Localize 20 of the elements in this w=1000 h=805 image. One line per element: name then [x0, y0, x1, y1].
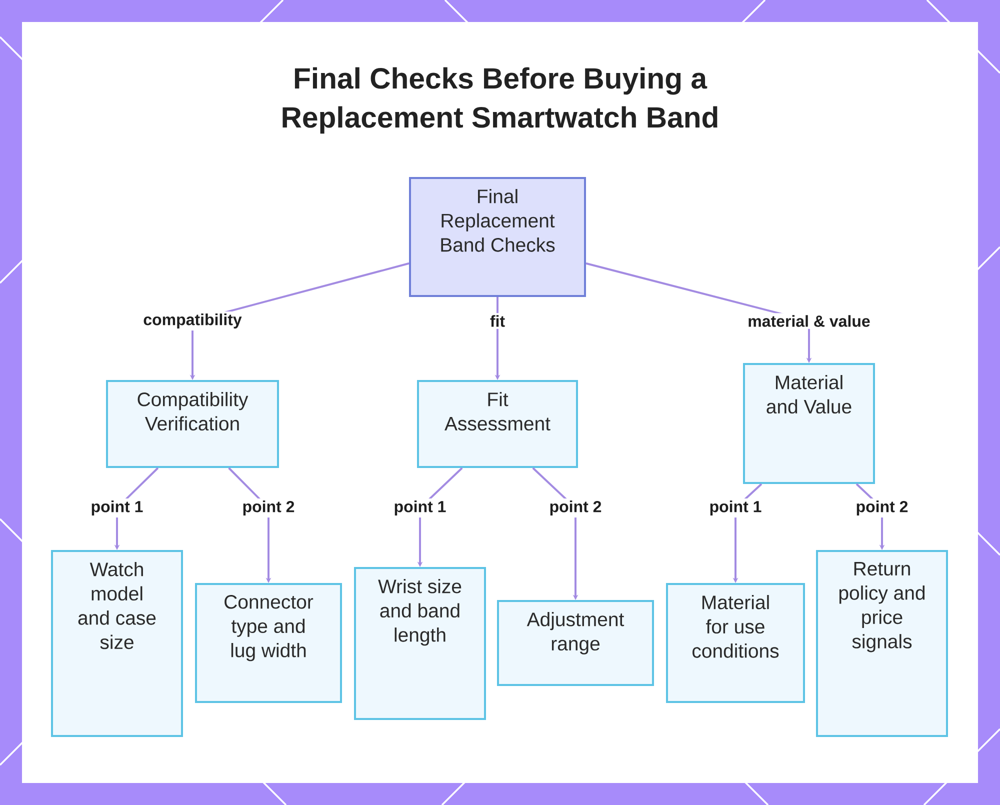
edge-label: point 2: [240, 498, 297, 518]
edge-label: point 1: [707, 498, 764, 518]
item-box: Wrist size and band length: [354, 567, 486, 720]
edge-label: material & value: [746, 313, 872, 329]
edge-label: fit: [488, 313, 508, 329]
edge-label: point 1: [88, 498, 146, 518]
edge-label: point 2: [547, 498, 604, 518]
item-box: Adjustment range: [497, 600, 654, 686]
edge-label: compatibility: [141, 312, 244, 330]
edge-label: point 1: [392, 498, 448, 518]
item-box: Return policy and price signals: [816, 550, 948, 737]
item-box: Connector type and lug width: [195, 583, 342, 703]
title: Final Checks Before Buying a Replacement Smartwatch Band: [282, 67, 718, 134]
root-box: Final Replacement Band Checks: [409, 177, 586, 297]
category-box: Compatibility Verification: [106, 380, 279, 468]
category-box: Material and Value: [743, 363, 875, 484]
item-box: Watch model and case size: [51, 550, 183, 737]
edge-label: point 2: [854, 498, 910, 518]
category-box: Fit Assessment: [417, 380, 578, 468]
item-box: Material for use conditions: [666, 583, 805, 703]
